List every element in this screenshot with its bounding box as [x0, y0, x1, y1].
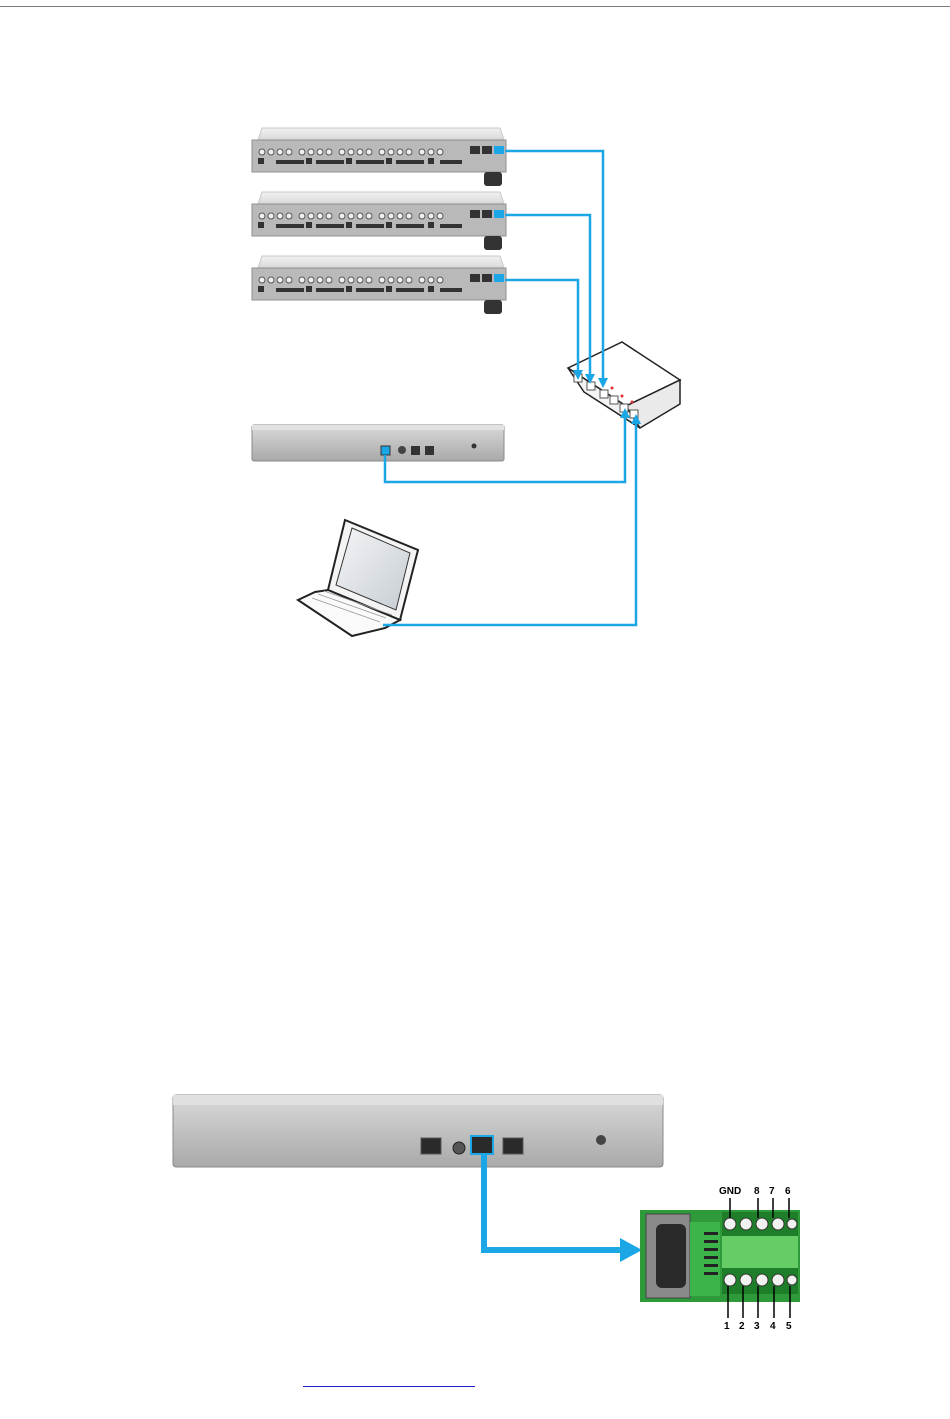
- pin-label-4: 4: [770, 1321, 776, 1333]
- pin-label-1: 1: [724, 1321, 730, 1333]
- pin-label-8: 8: [754, 1186, 760, 1198]
- laptop-icon: [298, 520, 418, 636]
- controller-unit: [252, 425, 504, 461]
- pin-label-2: 2: [739, 1321, 745, 1333]
- pin-label-gnd: GND: [719, 1186, 741, 1198]
- db9-terminal-block: [640, 1210, 800, 1302]
- serial-cable: [484, 1155, 642, 1262]
- rack-unit-3: [251, 254, 506, 314]
- controller-unit-rear: [173, 1095, 663, 1167]
- pin-label-5: 5: [786, 1321, 792, 1333]
- rack-unit-1: [251, 126, 506, 186]
- footer-link-underline[interactable]: [303, 1386, 475, 1387]
- pin-label-7: 7: [769, 1186, 775, 1198]
- rack-unit-2: [251, 190, 506, 250]
- pin-label-6: 6: [785, 1186, 791, 1198]
- pin-label-3: 3: [754, 1321, 760, 1333]
